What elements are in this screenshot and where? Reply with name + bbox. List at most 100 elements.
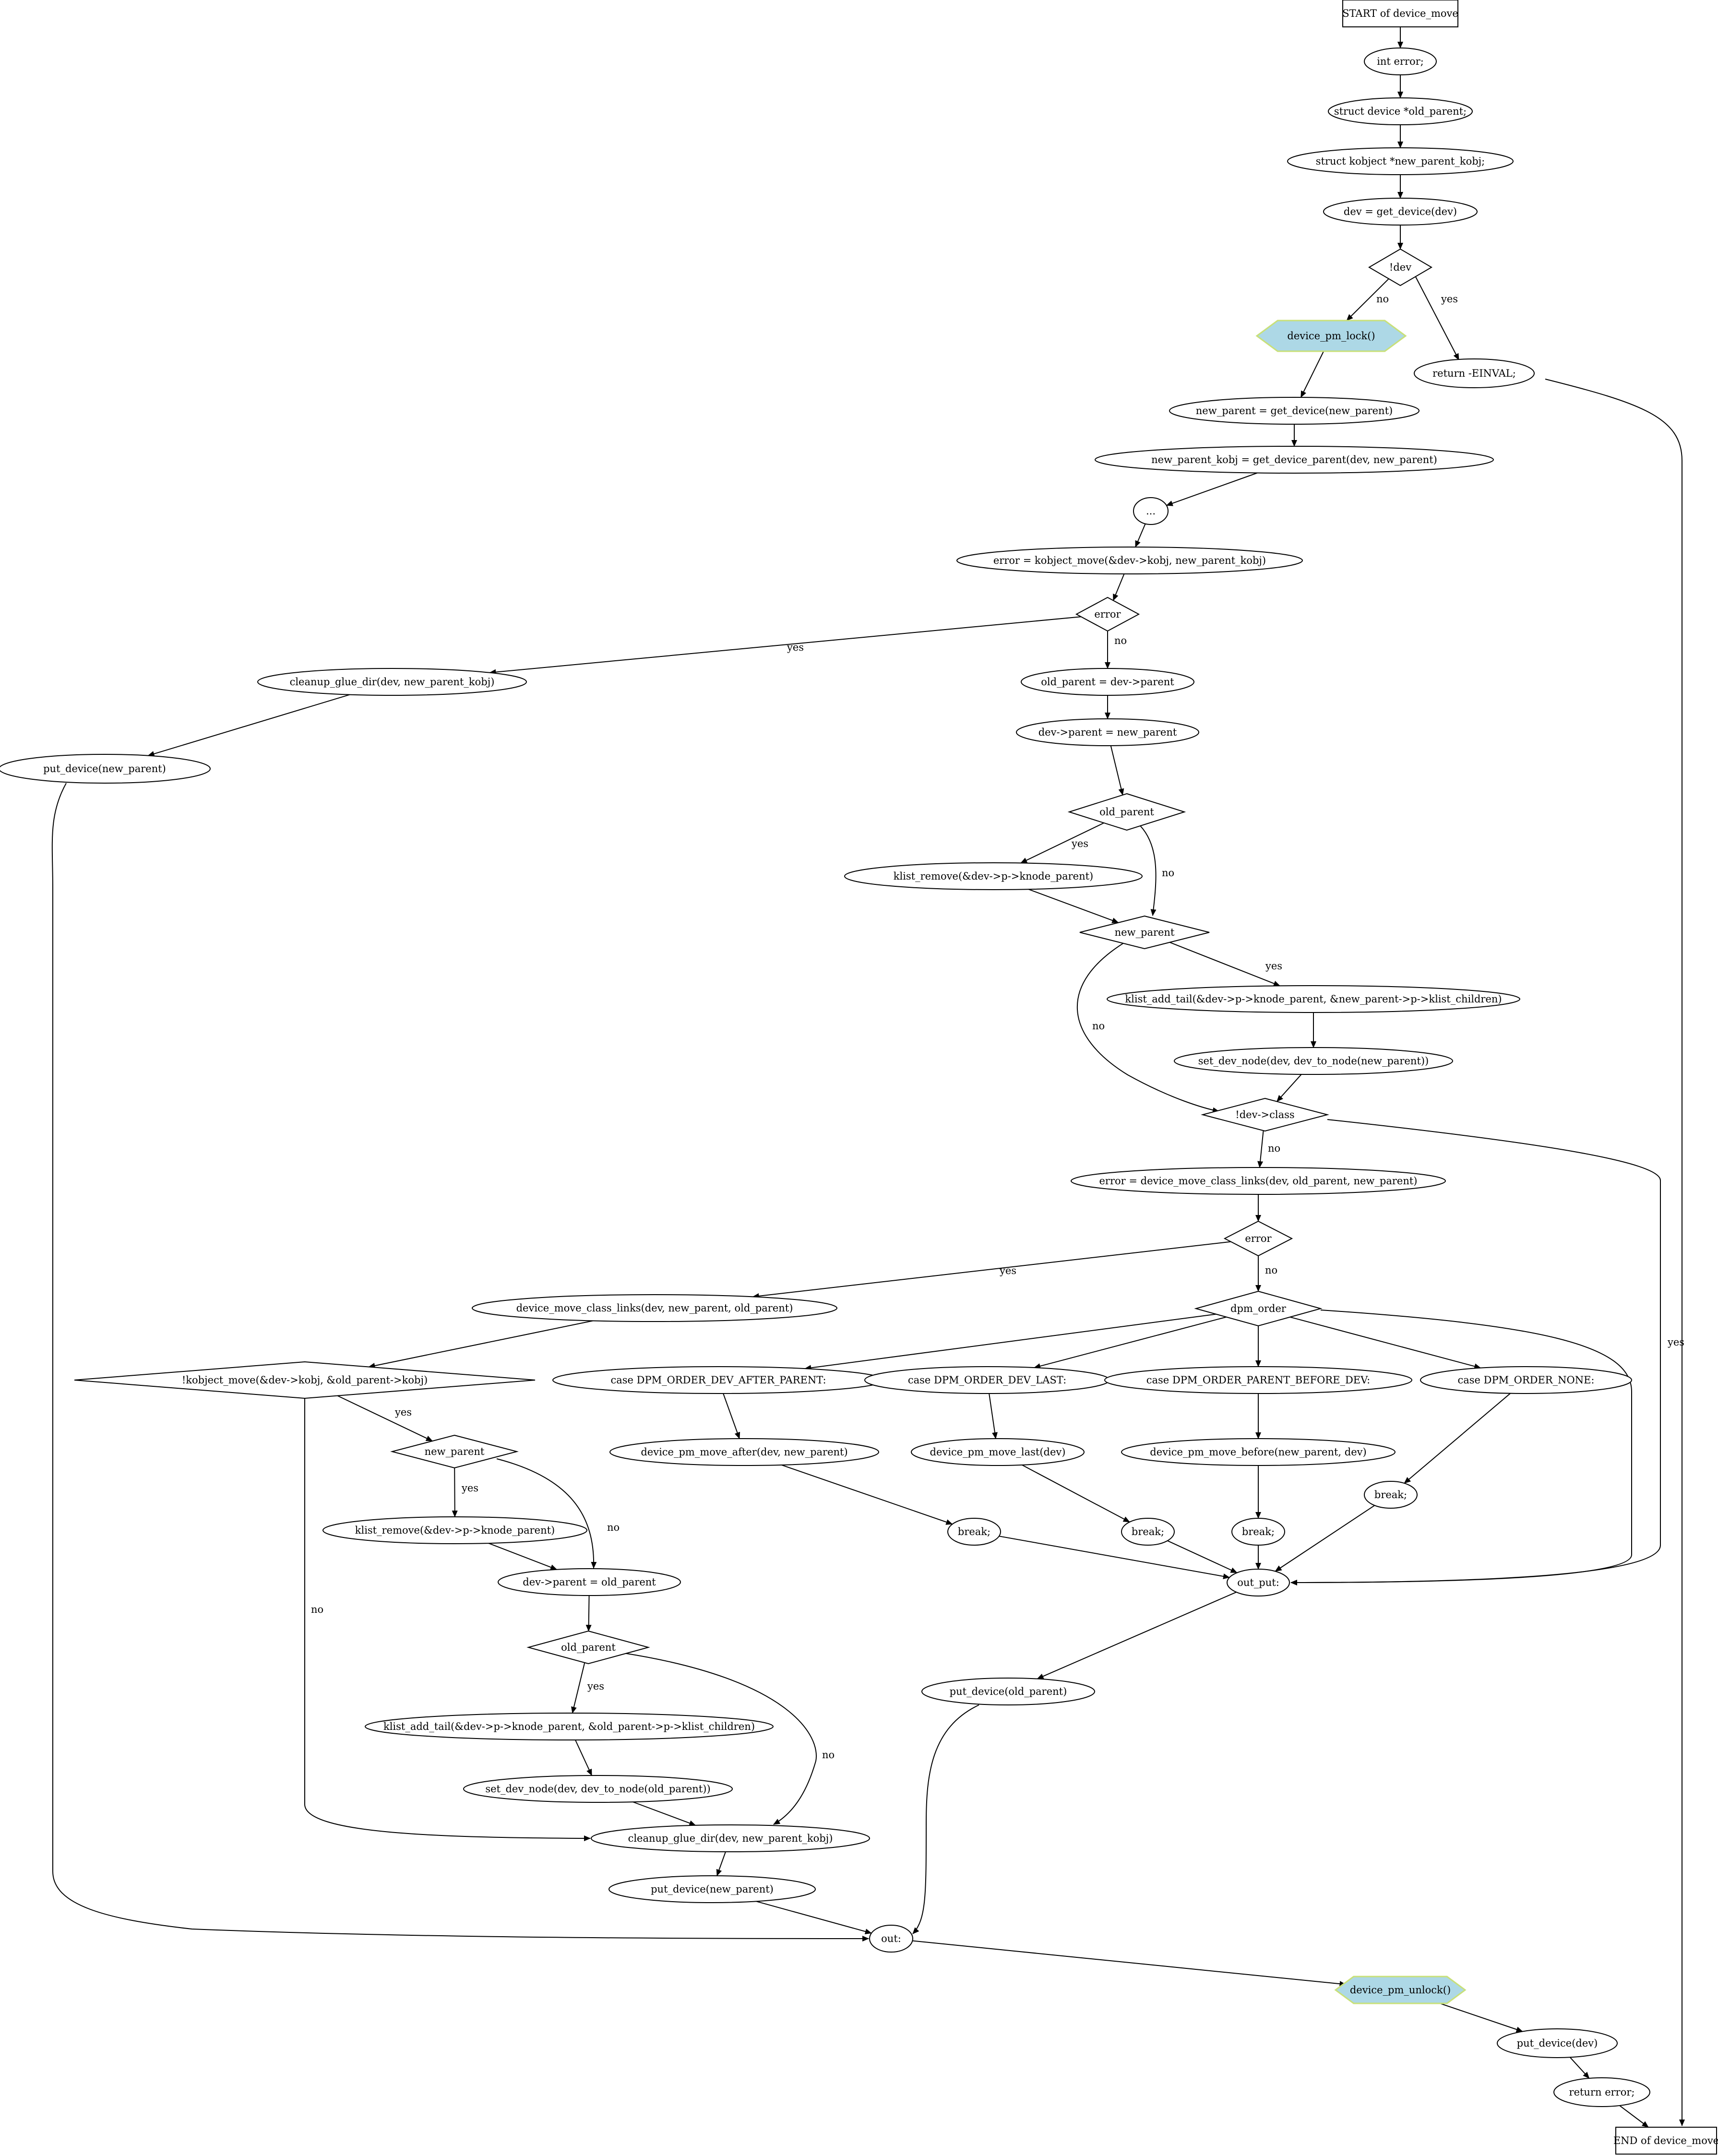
node-label: END of device_move bbox=[1613, 2135, 1718, 2146]
edge-ret_inval-to-end bbox=[1545, 379, 1685, 2126]
node-putnp1: put_device(new_parent) bbox=[0, 754, 211, 784]
edge-n7-to-d_err1 bbox=[1112, 573, 1125, 601]
edge-unlock-to-putdev bbox=[1431, 2000, 1523, 2033]
node-n6: new_parent_kobj = get_device_parent(dev,… bbox=[1095, 446, 1494, 474]
node-shape-ellipse bbox=[472, 1294, 837, 1322]
node-shape-ellipse bbox=[257, 668, 527, 696]
edge-label-d_np1-to-kla1: yes bbox=[1265, 960, 1282, 972]
edge-label-d_kmove-to-d_np2: yes bbox=[394, 1406, 412, 1418]
edge-sdn1-to-d_class bbox=[1277, 1074, 1302, 1102]
node-klr2: klist_remove(&dev->p->knode_parent) bbox=[322, 1516, 587, 1544]
node-shape-hexagon bbox=[1255, 320, 1407, 352]
edge-putnp1-to-out bbox=[51, 783, 869, 1942]
node-label: put_device(dev) bbox=[1517, 2037, 1598, 2049]
node-label: out: bbox=[881, 1933, 901, 1944]
node-label: old_parent = dev->parent bbox=[1041, 676, 1174, 688]
node-shape-ellipse bbox=[921, 1678, 1095, 1705]
edge-br4-to-output bbox=[1275, 1505, 1375, 1572]
node-shape-ellipse bbox=[1121, 1438, 1396, 1466]
edge-d_dpm-to-case1 bbox=[804, 1313, 1217, 1371]
edge-label-d_err2-to-dmcl: yes bbox=[999, 1265, 1016, 1276]
node-label: set_dev_node(dev, dev_to_node(old_parent… bbox=[485, 1783, 710, 1795]
edge-dots-to-n7 bbox=[1135, 524, 1146, 548]
node-cleanup2: cleanup_glue_dir(dev, new_parent_kobj) bbox=[591, 1824, 870, 1852]
edge-d_op1-to-klr1 bbox=[1020, 822, 1104, 864]
node-putnp2: put_device(new_parent) bbox=[608, 1875, 816, 1903]
edge-klr2-to-n11 bbox=[488, 1543, 558, 1570]
node-label: klist_add_tail(&dev->p->knode_parent, &n… bbox=[1125, 993, 1502, 1005]
edge-label-d_kmove-to-cleanup2: no bbox=[311, 1604, 323, 1615]
node-label: new_parent_kobj = get_device_parent(dev,… bbox=[1151, 454, 1437, 465]
edge-label-d_np1-to-d_class: no bbox=[1092, 1020, 1105, 1032]
edge-d_dpm-to-case4 bbox=[1289, 1316, 1481, 1370]
node-label: new_parent bbox=[425, 1446, 485, 1457]
edge-d_dev-to-ret_inval bbox=[1415, 276, 1459, 360]
node-d_err1: error bbox=[1075, 596, 1140, 632]
edge-putnp2-to-out bbox=[756, 1901, 872, 1934]
node-shape-ellipse bbox=[591, 1824, 870, 1852]
node-label: error bbox=[1245, 1233, 1272, 1244]
node-label: break; bbox=[1132, 1526, 1164, 1537]
node-label: device_pm_move_before(new_parent, dev) bbox=[1150, 1446, 1366, 1458]
node-label: cleanup_glue_dir(dev, new_parent_kobj) bbox=[628, 1833, 833, 1844]
node-shape-ellipse bbox=[608, 1875, 816, 1903]
node-shape-ellipse bbox=[844, 862, 1143, 890]
node-dots: ... bbox=[1133, 497, 1169, 525]
edge-pm1-to-br1 bbox=[781, 1464, 953, 1525]
edge-dmcl-to-d_kmove bbox=[368, 1320, 594, 1369]
node-shape-ellipse bbox=[0, 754, 211, 784]
node-label: START of device_move bbox=[1342, 8, 1458, 19]
edge-n6-to-dots bbox=[1166, 472, 1258, 506]
node-pm2: device_pm_move_last(dev) bbox=[911, 1438, 1085, 1466]
node-out: out: bbox=[869, 1925, 913, 1953]
node-label: set_dev_node(dev, dev_to_node(new_parent… bbox=[1198, 1055, 1429, 1067]
node-label: case DPM_ORDER_DEV_AFTER_PARENT: bbox=[610, 1374, 826, 1386]
node-output: out_put: bbox=[1227, 1569, 1290, 1596]
node-d_np1: new_parent bbox=[1079, 915, 1210, 950]
node-shape-ellipse bbox=[1364, 1481, 1418, 1509]
edge-label-d_op2-to-cleanup2: no bbox=[822, 1749, 835, 1761]
node-d_np2: new_parent bbox=[390, 1434, 519, 1469]
node-shape-ellipse bbox=[1095, 446, 1494, 474]
node-label: case DPM_ORDER_PARENT_BEFORE_DEV: bbox=[1146, 1374, 1371, 1386]
node-br3: break; bbox=[1231, 1518, 1285, 1546]
node-label: old_parent bbox=[561, 1642, 616, 1653]
edge-case2-to-pm2 bbox=[989, 1393, 998, 1439]
edge-br1-to-output bbox=[999, 1536, 1230, 1579]
edge-case1-to-pm1 bbox=[723, 1393, 740, 1439]
node-shape-ellipse bbox=[1169, 397, 1420, 425]
edge-label-d_dev-to-ret_inval: yes bbox=[1441, 293, 1458, 305]
node-shape-ellipse bbox=[947, 1518, 1001, 1546]
edge-label-d_op1-to-d_np1: no bbox=[1162, 867, 1174, 879]
node-n7: error = kobject_move(&dev->kobj, new_par… bbox=[956, 547, 1303, 574]
node-label: struct device *old_parent; bbox=[1334, 106, 1467, 117]
node-n8: old_parent = dev->parent bbox=[1021, 668, 1194, 696]
node-shape-ellipse bbox=[1328, 97, 1473, 125]
edge-output-to-putop bbox=[1037, 1591, 1237, 1680]
edge-d_np2-to-n11 bbox=[496, 1458, 597, 1569]
node-label: !dev->class bbox=[1235, 1109, 1294, 1120]
node-shape-diamond bbox=[526, 1630, 650, 1665]
node-label: error = kobject_move(&dev->kobj, new_par… bbox=[993, 555, 1266, 566]
node-label: device_pm_move_last(dev) bbox=[930, 1446, 1066, 1458]
node-shape-ellipse bbox=[609, 1438, 879, 1466]
edge-d_kmove-to-d_np2 bbox=[337, 1395, 433, 1441]
node-shape-ellipse bbox=[1497, 2028, 1618, 2058]
edge-cleanup2-to-putnp2 bbox=[716, 1851, 726, 1876]
node-shape-ellipse bbox=[1231, 1518, 1285, 1546]
node-n3: struct kobject *new_parent_kobj; bbox=[1287, 147, 1514, 175]
node-d_kmove: !kobject_move(&dev->kobj, &old_parent->k… bbox=[74, 1361, 536, 1399]
node-n10: error = device_move_class_links(dev, old… bbox=[1071, 1167, 1446, 1195]
node-label: new_parent bbox=[1115, 927, 1175, 938]
node-pm3: device_pm_move_before(new_parent, dev) bbox=[1121, 1438, 1396, 1466]
node-kla2: klist_add_tail(&dev->p->knode_parent, &o… bbox=[365, 1713, 774, 1740]
edge-d_class-to-n10 bbox=[1257, 1130, 1264, 1168]
edge-label-d_op2-to-kla2: yes bbox=[587, 1680, 604, 1692]
node-shape-diamond bbox=[1223, 1220, 1293, 1257]
node-klr1: klist_remove(&dev->p->knode_parent) bbox=[844, 862, 1143, 890]
node-shape-ellipse bbox=[498, 1568, 681, 1596]
node-shape-ellipse bbox=[1364, 48, 1437, 75]
node-n1: int error; bbox=[1364, 48, 1437, 75]
node-d_err2: error bbox=[1223, 1220, 1293, 1257]
